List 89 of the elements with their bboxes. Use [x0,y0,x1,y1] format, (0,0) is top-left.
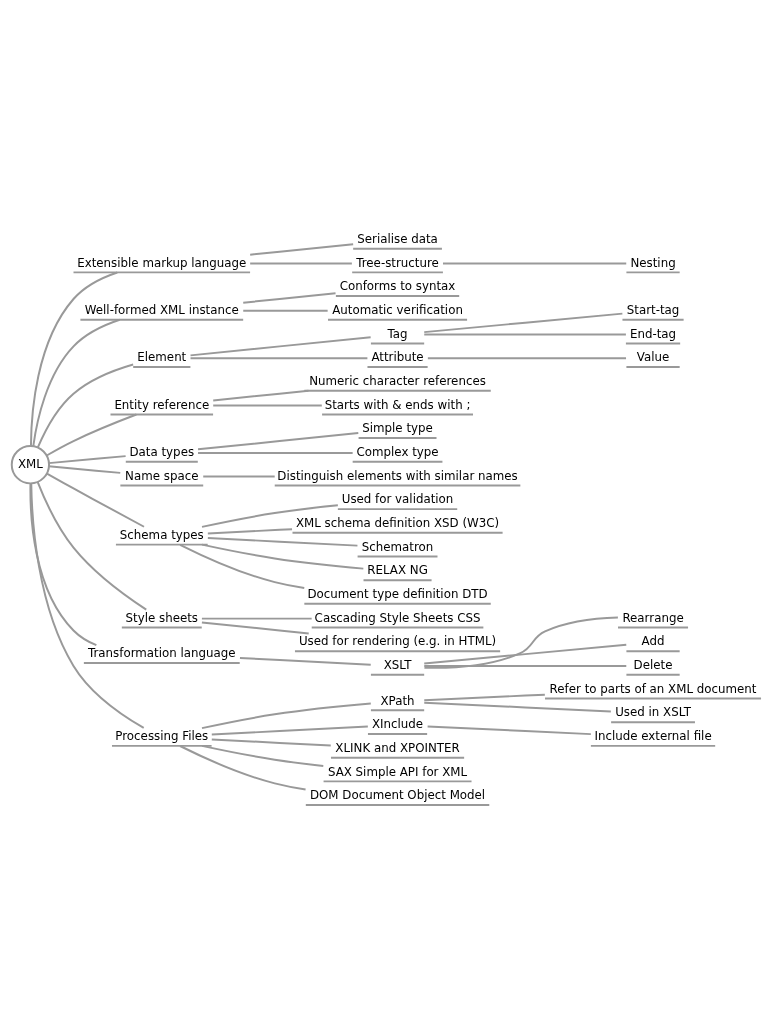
node-text: XLINK and XPOINTER [335,740,460,755]
node-text: Start-tag [626,302,680,317]
connector [423,333,627,336]
connector [206,528,294,535]
connector [32,318,121,448]
node-text: Add [641,634,665,649]
connector [29,482,98,647]
connector [242,292,337,304]
node-text: Tree-structure [356,255,439,270]
connector [200,617,313,620]
connector [201,504,339,528]
node-text: Element [137,350,187,365]
node-text: Data types [129,444,195,459]
connector [423,643,628,665]
node-text: XInclude [371,717,424,732]
node-text: Serialise data [357,231,438,246]
node-text: Used for rendering (e.g. in HTML) [298,634,497,649]
connector [249,243,355,256]
connector [45,472,145,528]
node-text: Well-formed XML instance [84,302,239,317]
node-text: Processing Files [115,729,209,744]
connector [36,480,148,611]
node-text: Used for validation [341,492,454,507]
node-text: Style sheets [125,610,199,625]
node-text: Name space [125,468,199,483]
node-text: RELAX NG [367,563,428,578]
connector [202,475,276,478]
node-text: Complex type [356,444,439,459]
node-text: SAX Simple API for XML [327,764,468,779]
node-text: Refer to parts of an XML document [549,681,757,696]
node-text: Cascading Style Sheets CSS [314,610,481,625]
node-text: Entity reference [114,397,210,412]
node-text: Nesting [630,255,676,270]
node-text: XSLT [383,658,412,673]
connector [210,725,369,736]
connector [210,738,332,747]
node-text: Automatic verification [332,302,463,317]
node-text: End-tag [629,326,677,341]
connector [30,482,145,729]
node-text: XML schema definition XSD (W3C) [295,515,500,530]
connector [423,312,624,334]
connector [212,389,310,402]
connector [201,543,365,570]
node-text: Simple type [362,421,433,436]
connector [239,657,372,666]
node-text: Value [636,350,670,365]
node-text: Starts with & ends with ; [324,397,471,412]
connector [45,413,138,457]
connector [212,404,323,407]
connector [47,465,122,474]
connector [249,262,353,265]
node-text: Include external file [594,729,712,744]
connector [36,363,135,449]
connector [423,665,628,667]
connector [426,725,592,736]
connector [197,432,360,451]
node-text: Numeric character references [309,373,486,388]
connector [423,693,546,702]
node-text: Transformation language [88,646,236,661]
node-text: Distinguish elements with similar names [277,468,518,483]
connector [189,357,369,360]
node-text: Schematron [361,539,434,554]
node-text: DOM Document Object Model [309,788,486,803]
node-text: Schema types [119,527,204,542]
connector [201,744,325,767]
connector [197,451,354,454]
node-text: Extensible markup language [77,255,247,270]
connector [426,357,628,360]
node-text: Document type definition DTD [307,587,488,601]
connector [189,336,372,357]
connector [179,543,306,590]
node-text: Delete [633,658,673,673]
connector [47,455,127,465]
node-text: Used in XSLT [615,705,691,720]
connector [200,621,310,635]
node-text: Conforms to syntax [339,279,456,294]
connector [29,271,119,448]
node-text: Tag [387,326,408,341]
node-text: Rearrange [622,610,684,625]
connector [201,702,372,730]
node-text: XPath [380,693,415,708]
node-text: Attribute [371,350,424,365]
connector [442,262,628,265]
connector [423,616,619,669]
connector [206,537,359,547]
node-circle: XML [10,445,51,485]
connector [242,309,329,312]
connector [423,701,612,713]
connector [179,745,307,791]
